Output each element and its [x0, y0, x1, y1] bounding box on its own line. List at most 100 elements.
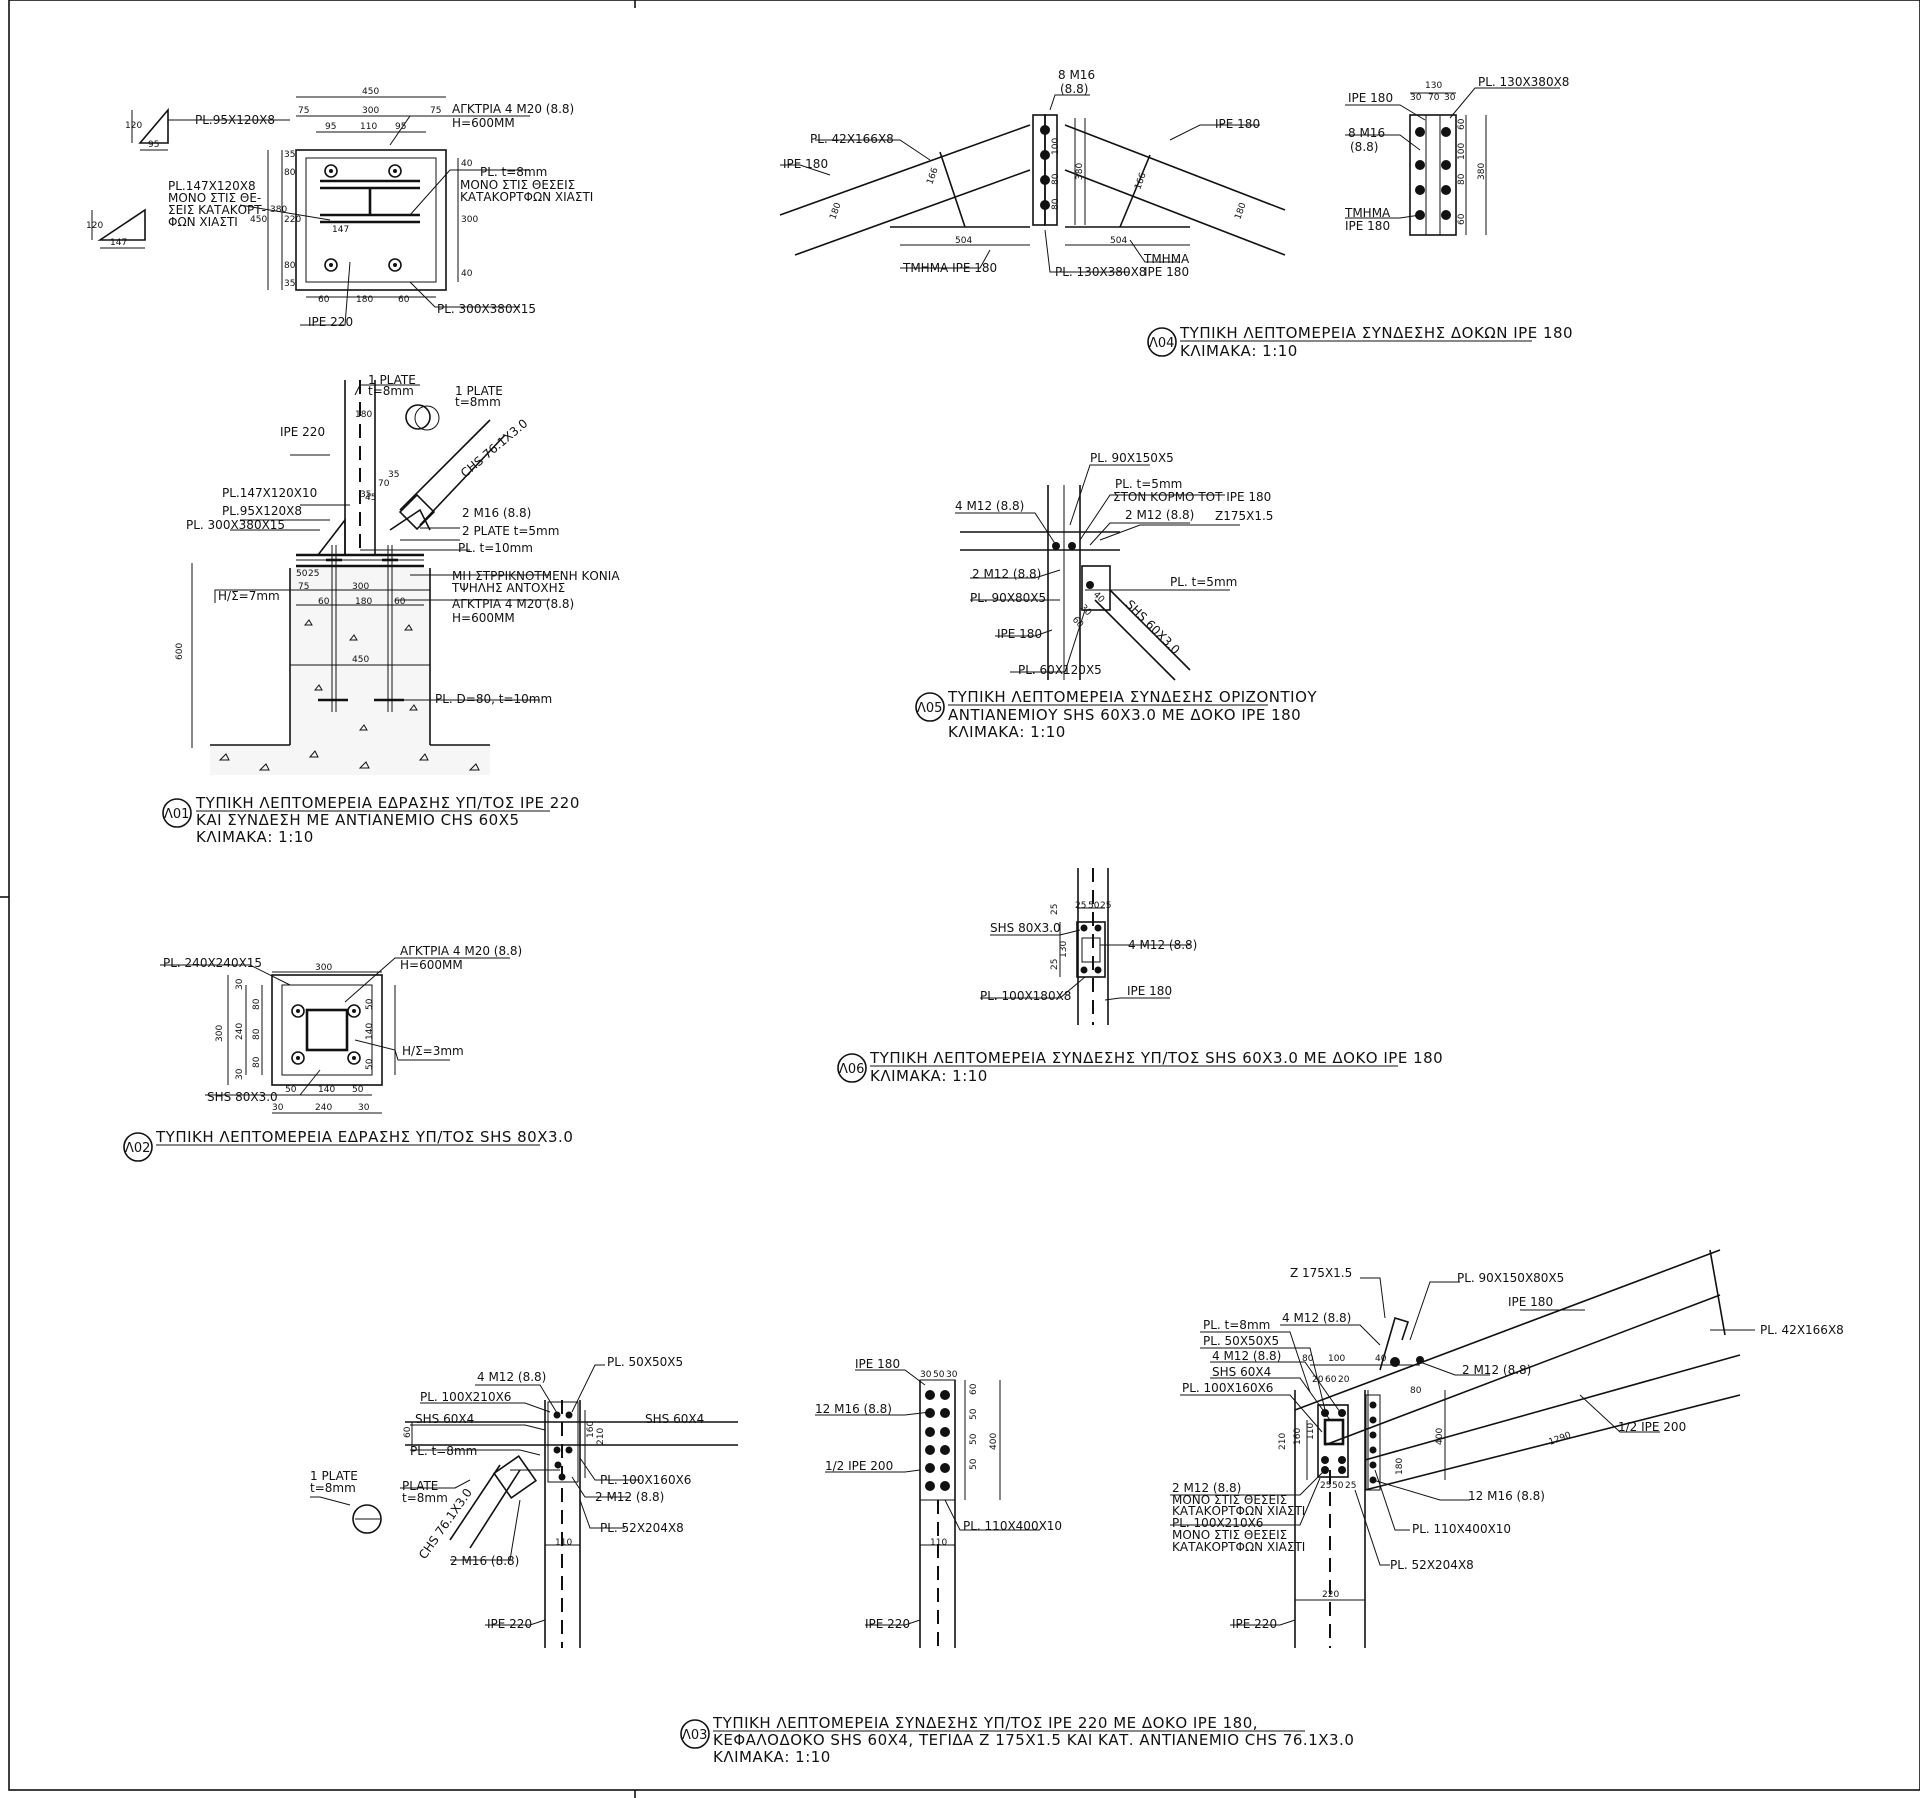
- d01-dim-1: 600: [175, 643, 185, 660]
- detail02-title: Λ02 ΤΥΠΙΚΗ ΛΕΠΤΟΜΕΡΕΙΑ ΕΔΡΑΣΗΣ ΥΠ/ΤΟΣ SH…: [123, 1128, 573, 1162]
- d02-title-0: ΤΥΠΙΚΗ ΛΕΠΤΟΜΕΡΕΙΑ ΕΔΡΑΣΗΣ ΥΠ/ΤΟΣ SHS 80…: [155, 1128, 573, 1146]
- d04-dim-6: 166: [1133, 171, 1148, 191]
- d04-dim-7: 180: [1233, 201, 1248, 221]
- d06-dim-2: 25: [1100, 901, 1111, 911]
- d01-title-2: ΚΛΙΜΑΚΑ: 1:10: [196, 828, 314, 846]
- d05-label-2: ΣΤΟΝ ΚΟΡΜΟ ΤΟΤ IPE 180: [1113, 490, 1271, 504]
- d01-dim-13: 35: [388, 470, 399, 480]
- plan01-dim-23: 180: [356, 295, 373, 305]
- plan01-dim-13: 380: [270, 205, 287, 215]
- d05-label-8: PL. 90X80X5: [970, 591, 1046, 605]
- detail05-title: Λ05 ΤΥΠΙΚΗ ΛΕΠΤΟΜΕΡΕΙΑ ΣΥΝΔΕΣΗΣ ΟΡΙΖΟΝΤΙ…: [915, 688, 1317, 741]
- d04-plate-label-3: (8.8): [1350, 140, 1378, 154]
- d04-dim-2: 100: [1051, 138, 1061, 155]
- d01-label-6: PL.147X120X10: [222, 486, 317, 500]
- d03-mid-dim-1: 50: [933, 1370, 945, 1380]
- d01-label-12: Η/Σ=7mm: [218, 589, 280, 603]
- d02-dim-0: 300: [315, 963, 332, 973]
- plan01-dim-18: 40: [461, 159, 473, 169]
- d04-label-1: (8.8): [1060, 82, 1088, 96]
- d02-dim-10: 50: [365, 1058, 375, 1070]
- d03-right-label-9: PL. 42X166X8: [1760, 1323, 1844, 1337]
- d03-right-label-13: ΜΟΝΟ ΣΤΙΣ ΘΕΣΕΙΣ: [1172, 1493, 1287, 1507]
- d06-dim-3: 25: [1050, 904, 1060, 915]
- d01-label-7: PL.95X120X8: [222, 504, 302, 518]
- d05-tag: Λ05: [917, 701, 942, 716]
- plan01-dim-15: 80: [284, 261, 296, 271]
- d01-dim-12: 70: [378, 479, 390, 489]
- d02-label-3: Η/Σ=3mm: [402, 1044, 464, 1058]
- d03-left-label-12: PL. 52X204X8: [600, 1521, 684, 1535]
- d05-title-0: ΤΥΠΙΚΗ ΛΕΠΤΟΜΕΡΕΙΑ ΣΥΝΔΕΣΗΣ ΟΡΙΖΟΝΤΙΟΥ: [947, 688, 1317, 706]
- d03-right-label-7: SHS 60X4: [1212, 1365, 1271, 1379]
- plan01-dim-7: 120: [125, 121, 142, 131]
- d01-title-1: ΚΑΙ ΣΥΝΔΕΣΗ ΜΕ ΑΝΤΙΑΝΕΜΙΟ CHS 60Χ5: [196, 811, 520, 829]
- d01-dim-10: 35: [360, 490, 371, 500]
- d03-mid-label-2: 1/2 IPE 200: [825, 1459, 893, 1473]
- d04-label-4: IPE 180: [1215, 117, 1260, 131]
- d03-right-label-3: PL. t=8mm: [1203, 1318, 1270, 1332]
- d02-dim-16: 30: [358, 1103, 370, 1113]
- detail06-text: SHS 80X3.0 4 M12 (8.8) PL. 100X180X8 IPE…: [980, 901, 1197, 1003]
- d04-dim-3: 80: [1051, 173, 1061, 185]
- plan01-label-1: ΑΓΚΤΡΙΑ 4 M20 (8.8): [452, 102, 574, 116]
- detail01-title: Λ01 ΤΥΠΙΚΗ ΛΕΠΤΟΜΕΡΕΙΑ ΕΔΡΑΣΗΣ ΥΠ/ΤΟΣ IP…: [162, 794, 579, 846]
- d04-plate-label-2: 8 M16: [1348, 126, 1385, 140]
- d03-title-0: ΤΥΠΙΚΗ ΛΕΠΤΟΜΕΡΕΙΑ ΣΥΝΔΕΣΗΣ ΥΠ/ΤΟΣ IPE 2…: [712, 1714, 1258, 1732]
- detail02-text: PL. 240X240X15 ΑΓΚΤΡΙΑ 4 M20 (8.8) Η=600…: [163, 944, 522, 1113]
- d04-plate-dim-1: 30: [1410, 93, 1422, 103]
- d04-plate-label-5: IPE 180: [1345, 219, 1390, 233]
- d01-dim-2: 50: [296, 569, 308, 579]
- d03-right-label-4: 4 M12 (8.8): [1282, 1311, 1351, 1325]
- d03-right-dim-12: 25: [1345, 1481, 1356, 1491]
- d03-right-label-20: PL. 52X204X8: [1390, 1558, 1474, 1572]
- d03-right-label-0: Z 175X1.5: [1290, 1266, 1352, 1280]
- d03-left-label-1: PL. 50X50X5: [607, 1355, 683, 1369]
- d01-dim-4: 75: [298, 582, 309, 592]
- d04-plate-label-1: PL. 130X380X8: [1478, 75, 1569, 89]
- plan01-dim-1: 75: [298, 106, 309, 116]
- plan01-dim-10: 147: [332, 225, 349, 235]
- plan01-dim-17: 450: [250, 215, 267, 225]
- plan01-label-5: ΚΑΤΑΚΟΡΤΦΩΝ ΧΙΑΣΤΙ: [460, 190, 593, 204]
- d04-title-0: ΤΥΠΙΚΗ ΛΕΠΤΟΜΕΡΕΙΑ ΣΥΝΔΕΣΗΣ ΔΟΚΩΝ IPE 18…: [1179, 324, 1573, 342]
- detail04-text: 8 M16 (8.8) PL. 42X166X8 IPE 180 IPE 180…: [783, 68, 1260, 279]
- d04-plate-dim-7: 60: [1457, 213, 1467, 225]
- d02-dim-2: 30: [235, 978, 245, 990]
- d04-plate-dim-6: 80: [1457, 173, 1467, 185]
- d01-label-17: PL. D=80, t=10mm: [435, 692, 552, 706]
- d03-left-label-4: SHS 60X4: [645, 1412, 704, 1426]
- d04-dim-1: 180: [828, 201, 843, 221]
- d02-label-1: ΑΓΚΤΡΙΑ 4 M20 (8.8): [400, 944, 522, 958]
- d01-label-1: t=8mm: [368, 384, 414, 398]
- d01-label-0: 1 PLATE: [368, 373, 416, 387]
- plan01-dim-2: 300: [362, 106, 379, 116]
- d02-dim-13: 50: [352, 1085, 364, 1095]
- d03-left-dim-1: 160: [586, 1421, 596, 1438]
- d03-right-label-21: IPE 220: [1232, 1617, 1277, 1631]
- d03-right-label-16: ΜΟΝΟ ΣΤΙΣ ΘΕΣΕΙΣ: [1172, 1528, 1287, 1542]
- d05-label-3: 4 M12 (8.8): [955, 499, 1024, 513]
- d03-right-dim-16: 220: [1322, 1590, 1339, 1600]
- d03-mid-label-1: 12 M16 (8.8): [815, 1402, 892, 1416]
- detail04-title: Λ04 ΤΥΠΙΚΗ ΛΕΠΤΟΜΕΡΕΙΑ ΣΥΝΔΕΣΗΣ ΔΟΚΩΝ IP…: [1147, 324, 1573, 360]
- plan01-label-4: ΜΟΝΟ ΣΤΙΣ ΘΕΣΕΙΣ: [460, 178, 575, 192]
- plan01-label-10: IPE 220: [308, 315, 353, 329]
- d03-mid-dim-4: 50: [969, 1408, 979, 1420]
- d04-plate-label-4: ΤΜΗΜΑ: [1344, 206, 1391, 220]
- d03-tag-circle: [680, 1719, 710, 1749]
- d04-label-3: IPE 180: [783, 157, 828, 171]
- detail06-title: Λ06 ΤΥΠΙΚΗ ΛΕΠΤΟΜΕΡΕΙΑ ΣΥΝΔΕΣΗΣ ΥΠ/ΤΟΣ S…: [837, 1049, 1443, 1085]
- d04-plate-dim-8: 380: [1477, 163, 1487, 180]
- d03-left-label-0: 4 M12 (8.8): [477, 1370, 546, 1384]
- d03-left-label-8: PLATE: [402, 1479, 438, 1493]
- plan01-dim-24: 60: [398, 295, 410, 305]
- d03-left-label-3: SHS 60X4: [415, 1412, 474, 1426]
- d05-tag-circle: [915, 692, 945, 722]
- d01-label-5: CHS 76.1X3.0: [458, 416, 530, 480]
- plan01-dim-14: 220: [284, 215, 301, 225]
- d02-label-2: Η=600ΜΜ: [400, 958, 463, 972]
- detail06-drawing: [980, 868, 1190, 1025]
- detail01-drawing: [191, 380, 550, 775]
- plan01-label-9: ΦΩΝ ΧΙΑΣΤΙ: [168, 215, 238, 229]
